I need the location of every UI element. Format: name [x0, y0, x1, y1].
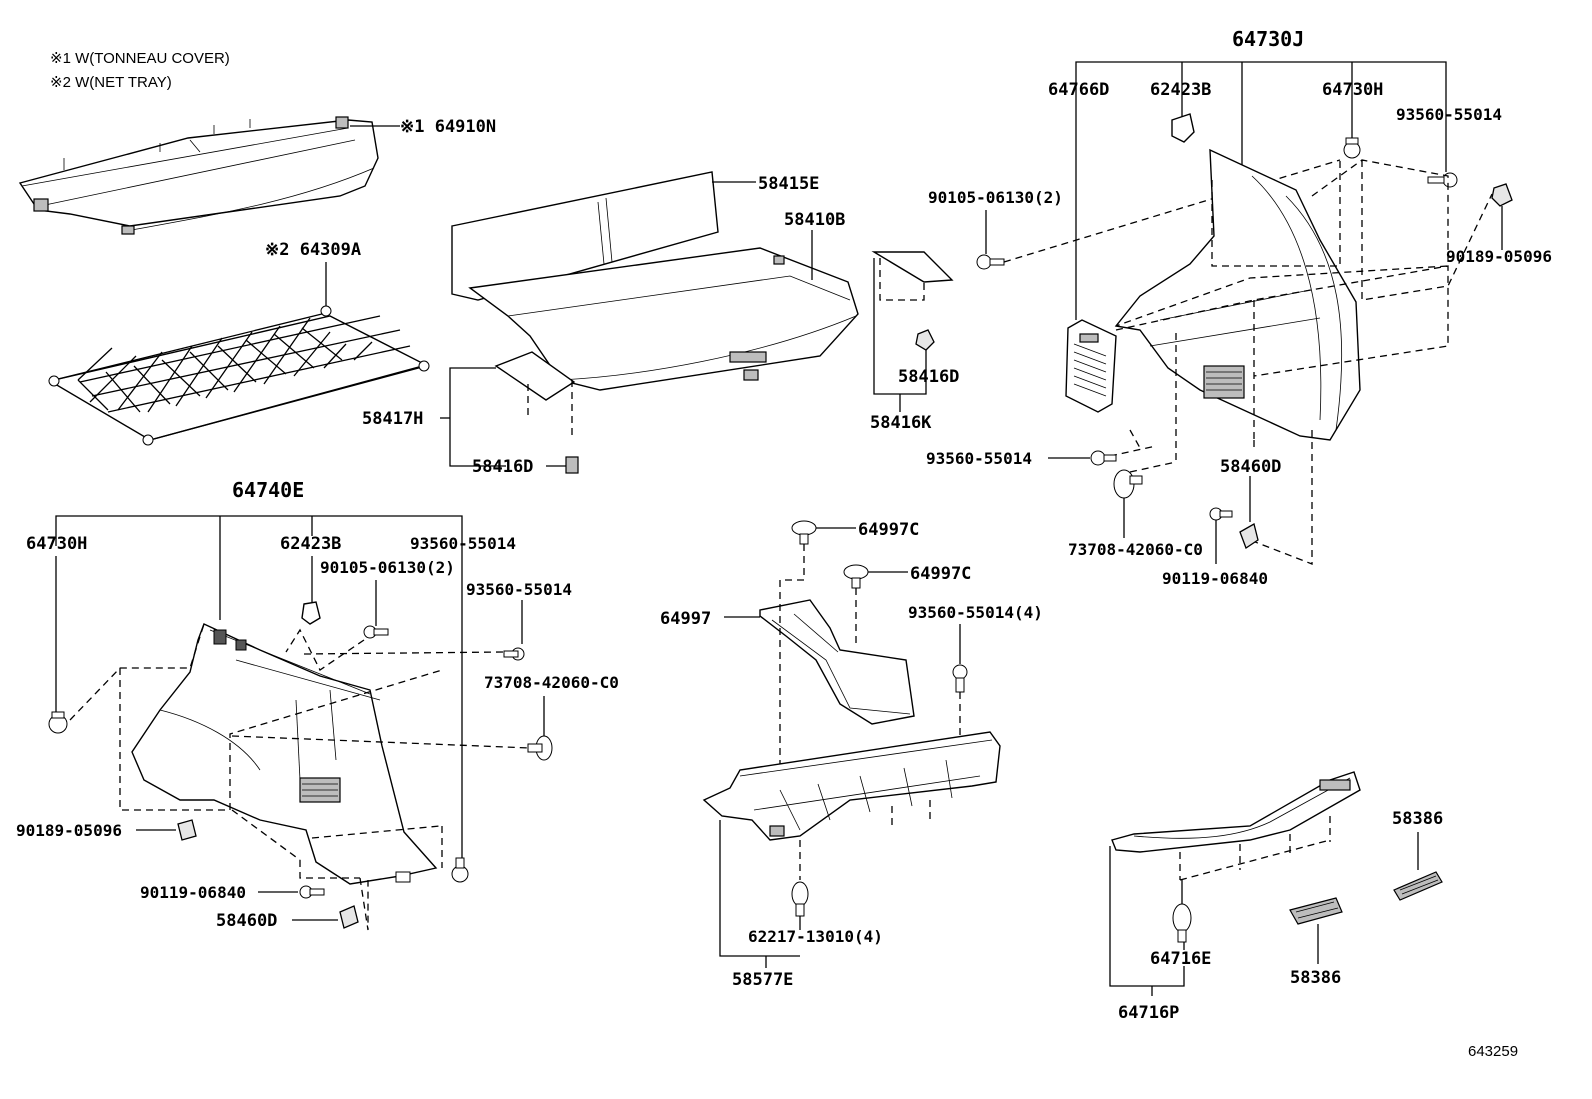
clip-73708-42060-C0-r: [1113, 469, 1143, 499]
clip-73708-l: [527, 735, 553, 761]
label-64730J: 64730J: [1232, 27, 1304, 51]
label-58460D-r: 58460D: [1220, 457, 1281, 477]
note-tonneau-cover: ※1 W(TONNEAU COVER): [50, 50, 230, 67]
label-58410B: 58410B: [784, 210, 845, 230]
side-trim-right-part: [1065, 113, 1361, 441]
dash-right-frame: [1115, 159, 1493, 327]
label-58386-b: 58386: [1290, 968, 1341, 988]
label-90105-06130-l: 90105-06130(2): [320, 558, 455, 577]
clip-58460D-r: [1239, 523, 1259, 549]
screw-93560-l1: [451, 857, 469, 883]
bracket-58417H: [449, 367, 506, 467]
label-64740E: 64740E: [232, 478, 304, 502]
label-62423B-top: 62423B: [1150, 80, 1211, 100]
label-93560-55014-l2: 93560-55014: [466, 580, 572, 599]
tray-58577E-part: [702, 731, 1001, 841]
dash-right-frame-3: [1129, 330, 1313, 565]
bolt-90119-06840-l: [299, 885, 325, 899]
dash-73708-r: [1129, 461, 1177, 473]
bracket-58577E: [719, 820, 800, 957]
label-58416D-b: 58416D: [898, 367, 959, 387]
clip-64716E: [1172, 903, 1192, 943]
label-90119-06840-l: 90119-06840: [140, 883, 246, 902]
label-90189-05096-l: 90189-05096: [16, 821, 122, 840]
label-93560-55014-4: 93560-55014(4): [908, 603, 1043, 622]
label-64997: 64997: [660, 609, 711, 629]
dash-64716P: [1179, 816, 1331, 881]
label-64716P: 64716P: [1118, 1003, 1179, 1023]
vent-58386-b: [1289, 897, 1343, 925]
label-62217-13010: 62217-13010(4): [748, 927, 883, 946]
label-58460D-l: 58460D: [216, 911, 277, 931]
clip-64730H-l: [48, 711, 68, 734]
label-73708-42060-C0-l: 73708-42060-C0: [484, 673, 619, 692]
tonneau-cover-part: [18, 116, 379, 235]
label-64309A: ※2 64309A: [265, 240, 361, 260]
figure-number: 643259: [1468, 1043, 1518, 1060]
label-64730H-top: 64730H: [1322, 80, 1383, 100]
dash-90105-06130-top: [1003, 159, 1341, 263]
label-64730H-l: 64730H: [26, 534, 87, 554]
dash-left-frame: [69, 623, 531, 931]
label-64910N: ※1 64910N: [400, 117, 496, 137]
label-93560-55014-l1: 93560-55014: [410, 534, 516, 553]
deck-board-part: [451, 171, 859, 391]
screw-93560-55014-4: [952, 664, 968, 693]
clip-64997C-a: [791, 520, 817, 545]
screw-93560-l2: [503, 647, 525, 661]
side-trim-left-part: [131, 601, 438, 885]
vent-58386-a: [1393, 871, 1443, 901]
scuff-plate-64716P-part: [1111, 771, 1361, 853]
label-64716E: 64716E: [1150, 949, 1211, 969]
label-58417H: 58417H: [362, 409, 423, 429]
tree-64730J: [1075, 61, 1447, 182]
clip-64730H-top: [1343, 137, 1361, 159]
label-93560-55014-tr: 93560-55014: [1396, 105, 1502, 124]
cover-64997-part: [759, 599, 915, 725]
dash-93560-mid: [1109, 445, 1157, 457]
label-64997C-a: 64997C: [858, 520, 919, 540]
dash-58577E: [799, 800, 931, 880]
clip-90189-05096-l: [177, 819, 197, 841]
tray-58417H-part: [494, 351, 579, 474]
clip-62217-13010: [791, 881, 809, 917]
dash-64997: [779, 544, 857, 840]
label-90189-05096-r: 90189-05096: [1446, 247, 1552, 266]
label-62423B-l: 62423B: [280, 534, 341, 554]
bracket-64716P: [1109, 846, 1185, 987]
bracket-58416K-part: [871, 251, 954, 351]
label-58386-a: 58386: [1392, 809, 1443, 829]
bolt-90119-06840-r: [1209, 507, 1233, 521]
screw-93560-55014-mid: [1090, 450, 1117, 466]
screw-93560-55014-tr: [1427, 172, 1458, 188]
clip-58460D-l: [339, 905, 359, 929]
screw-90105-06130-top: [976, 254, 1005, 270]
label-58416K: 58416K: [870, 413, 932, 433]
label-93560-55014-mid: 93560-55014: [926, 449, 1032, 468]
tree-64740E: [55, 515, 463, 620]
screw-90105-l: [363, 625, 389, 639]
clip-90189-05096-r: [1491, 183, 1513, 207]
label-64766D: 64766D: [1048, 80, 1109, 100]
label-58577E: 58577E: [732, 970, 793, 990]
label-90105-06130-top: 90105-06130(2): [928, 188, 1063, 207]
label-58415E: 58415E: [758, 174, 819, 194]
clip-64997C-b: [843, 564, 869, 589]
label-73708-42060-C0-r: 73708-42060-C0: [1068, 540, 1203, 559]
label-58416D-a: 58416D: [472, 457, 533, 477]
net-tray-part: [48, 305, 430, 446]
label-64997C-b: 64997C: [910, 564, 971, 584]
label-90119-06840-r: 90119-06840: [1162, 569, 1268, 588]
dash-right-frame-2: [1115, 265, 1449, 440]
note-net-tray: ※2 W(NET TRAY): [50, 74, 172, 91]
